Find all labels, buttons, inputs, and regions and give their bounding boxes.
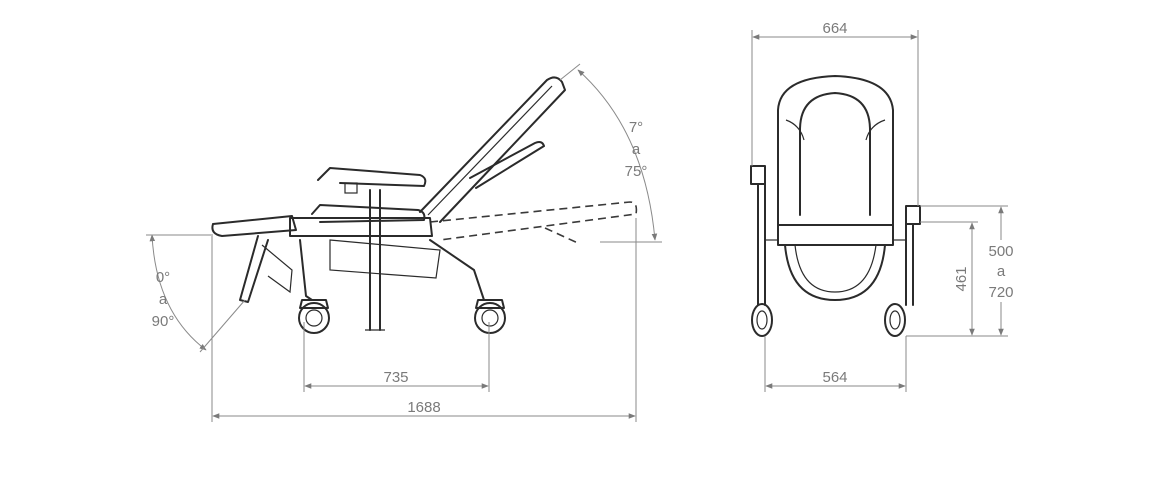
armrest-height-value: 461 <box>953 266 970 291</box>
seat <box>211 215 433 237</box>
legrest-angle-sep: a <box>159 291 168 308</box>
armrest-height-dimension: 461 <box>906 221 1008 337</box>
wheelbase-dimension: 735 <box>303 322 490 392</box>
front-armrests <box>750 165 921 306</box>
legrest-angle-to: 90° <box>152 313 175 330</box>
recline-angle-from: 7° <box>629 119 643 136</box>
overall-width-dimension: 664 <box>751 20 919 206</box>
overall-length-value: 1688 <box>407 399 440 416</box>
base-frame <box>299 239 485 301</box>
seat-height-dimension: 500 a 720 <box>920 205 1014 336</box>
side-wheels <box>298 299 506 334</box>
front-backrest <box>777 75 894 226</box>
recline-angle-to: 75° <box>625 163 648 180</box>
legrest <box>239 235 293 303</box>
armrests <box>311 167 427 223</box>
overall-length-dimension: 1688 <box>211 218 637 422</box>
front-seat <box>777 224 894 301</box>
seat-height-sep: a <box>997 263 1006 280</box>
backrest-reclined <box>429 201 638 245</box>
overall-width-value: 664 <box>822 20 847 37</box>
front-wheels <box>751 303 906 337</box>
wheel-width-value: 564 <box>822 369 847 386</box>
recline-angle-dimension: 7° a 75° <box>559 63 662 243</box>
seat-height-to: 720 <box>988 284 1013 301</box>
legrest-angle-from: 0° <box>156 269 170 286</box>
wheelbase-value: 735 <box>383 369 408 386</box>
legrest-angle-dimension: 0° a 90° <box>146 234 246 353</box>
center-column <box>365 189 385 331</box>
side-view: 7° a 75° 0° a 90° 735 1688 <box>146 63 662 422</box>
recline-angle-sep: a <box>632 141 641 158</box>
front-view: 664 564 461 500 a 720 <box>750 20 1014 392</box>
wheel-width-dimension: 564 <box>764 336 907 392</box>
backrest-upright <box>419 76 566 223</box>
seat-height-from: 500 <box>988 243 1013 260</box>
